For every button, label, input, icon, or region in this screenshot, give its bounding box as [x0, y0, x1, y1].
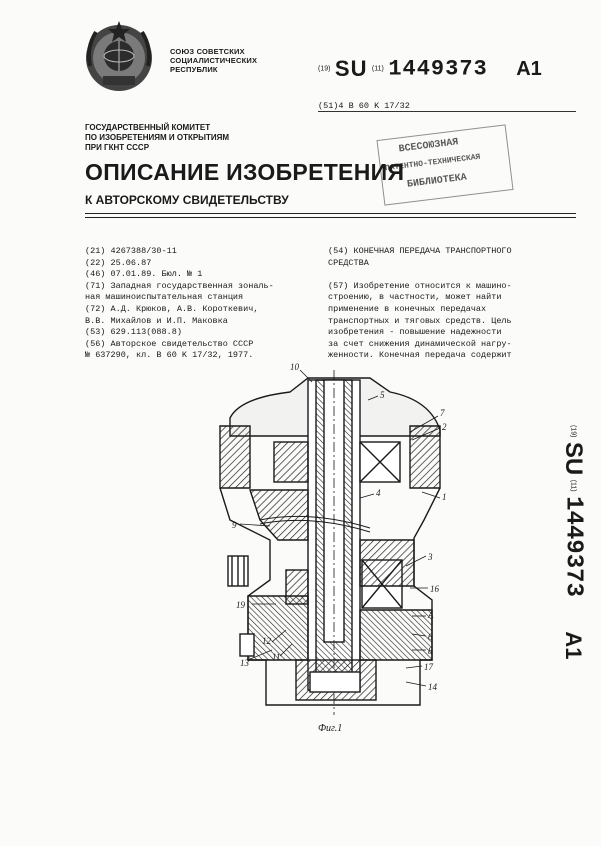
biblio-line: (46) 07.01.89. Бюл. № 1 [85, 269, 315, 281]
biblio-line: В.В. Михайлов и И.П. Маковка [85, 316, 315, 328]
biblio-line: (22) 25.06.87 [85, 258, 315, 270]
abstract-column: (54) КОНЕЧНАЯ ПЕРЕДАЧА ТРАНСПОРТНОГО СРЕ… [328, 246, 556, 362]
ipc-underline [318, 111, 576, 112]
side-number-prefix: (11) [570, 480, 577, 492]
number-prefix: (11) [372, 66, 384, 73]
figure-label: 2 [442, 422, 447, 432]
stamp-line: ВСЕСОЮЗНАЯ [398, 137, 459, 155]
abstract-line: (57) Изобретение относится к машино- [328, 281, 556, 293]
biblio-line: (53) 629.113(088.8) [85, 327, 315, 339]
document-subtitle: К АВТОРСКОМУ СВИДЕТЕЛЬСТВУ [85, 193, 289, 207]
figure-caption: Фиг.1 [318, 723, 342, 734]
side-kind-code: A1 [561, 631, 586, 659]
union-line: СОЮЗ СОВЕТСКИХ [170, 47, 257, 56]
figure-label: 11 [272, 652, 280, 662]
side-country-code-prefix: (19) [570, 425, 577, 437]
figure-label: 19 [236, 600, 246, 610]
spacer [328, 269, 556, 281]
figure-label: 9 [232, 520, 237, 530]
side-patent-number: (19) SU (11) 1449373 A1 [545, 425, 595, 685]
kind-code: A1 [516, 58, 542, 80]
figure-label: 12 [262, 636, 272, 646]
figure-label: 17 [424, 662, 434, 672]
abstract-line: за счет снижения динамической нагру- [328, 339, 556, 351]
figure-label: 3 [427, 552, 433, 562]
biblio-line: (71) Западная государственная зональ- [85, 281, 315, 293]
committee-line: ГОСУДАРСТВЕННЫЙ КОМИТЕТ [85, 123, 229, 133]
abstract-line: транспортных и тяговых средств. Цель [328, 316, 556, 328]
patent-number-row: (19) SU (11) 1449373 A1 [318, 56, 542, 84]
figure-label: 6 [428, 632, 433, 642]
committee-line: ПРИ ГКНТ СССР [85, 143, 229, 153]
header-divider [85, 213, 576, 214]
abstract-line: применение в конечных передачах [328, 304, 556, 316]
side-patent-number: 1449373 [560, 496, 587, 597]
figure-label: 8 [428, 646, 433, 656]
biblio-line: ная машиноиспытательная станция [85, 292, 315, 304]
figure-label: 10 [290, 362, 300, 372]
country-code-prefix: (19) [318, 66, 330, 73]
committee-name: ГОСУДАРСТВЕННЫЙ КОМИТЕТ ПО ИЗОБРЕТЕНИЯМ … [85, 123, 229, 153]
figure-label: 13 [240, 658, 250, 668]
figure-label: A [427, 610, 434, 620]
biblio-line: (72) А.Д. Крюков, А.В. Короткевич, [85, 304, 315, 316]
technical-drawing: 10 5 7 2 4 1 9 3 16 19 A 6 8 13 11 12 17… [200, 360, 460, 720]
abstract-title-line: (54) КОНЕЧНАЯ ПЕРЕДАЧА ТРАНСПОРТНОГО [328, 246, 556, 258]
figure-label: 5 [380, 390, 385, 400]
abstract-line: строению, в частности, может найти [328, 292, 556, 304]
document-title: ОПИСАНИЕ ИЗОБРЕТЕНИЯ [85, 159, 404, 186]
abstract-title-line: СРЕДСТВА [328, 258, 556, 270]
side-country-code: SU [560, 442, 587, 475]
abstract-line: изобретения - повышение надежности [328, 327, 556, 339]
state-emblem [80, 18, 158, 96]
ipc-classification: (51)4 B 60 K 17/32 [318, 101, 410, 111]
figure-label: 7 [440, 408, 445, 418]
figure-label: 1 [442, 492, 447, 502]
biblio-line: (56) Авторское свидетельство СССР [85, 339, 315, 351]
patent-number: 1449373 [388, 57, 487, 82]
stamp-line: БИБЛИОТЕКА [407, 172, 468, 190]
figure-label: 14 [428, 682, 438, 692]
union-line: СОЦИАЛИСТИЧЕСКИХ [170, 56, 257, 65]
figure-label: 16 [430, 584, 440, 594]
bibliographic-data: (21) 4267388/30-11 (22) 25.06.87 (46) 07… [85, 246, 315, 362]
biblio-line: (21) 4267388/30-11 [85, 246, 315, 258]
country-code: SU [335, 56, 368, 81]
figure-label: 4 [376, 488, 381, 498]
header-divider-thin [85, 217, 576, 218]
committee-line: ПО ИЗОБРЕТЕНИЯМ И ОТКРЫТИЯМ [85, 133, 229, 143]
union-line: РЕСПУБЛИК [170, 65, 257, 74]
union-name: СОЮЗ СОВЕТСКИХ СОЦИАЛИСТИЧЕСКИХ РЕСПУБЛИ… [170, 47, 257, 74]
